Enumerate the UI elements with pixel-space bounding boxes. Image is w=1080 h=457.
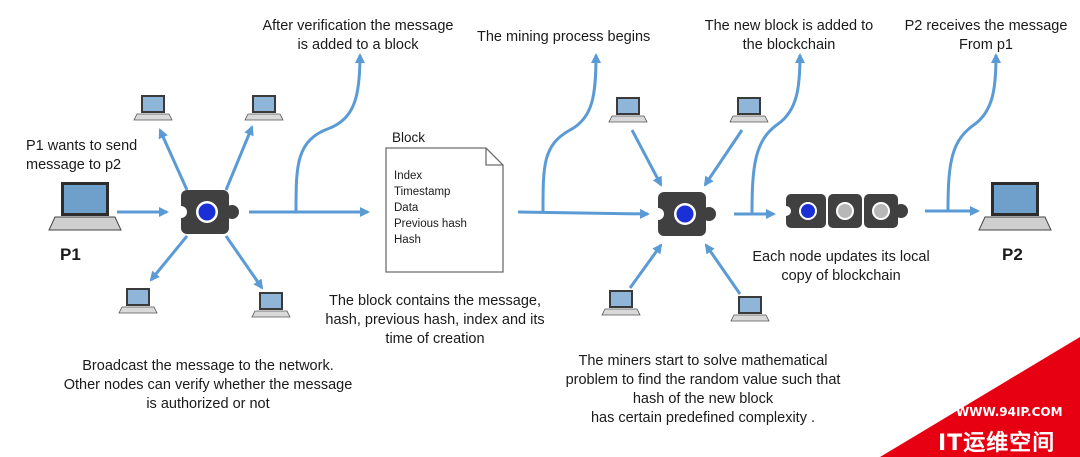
flow-arrows xyxy=(117,53,1001,295)
block-field-timestamp: Timestamp xyxy=(394,186,451,198)
new-block-added-line: The new block is added to xyxy=(704,18,874,34)
block-contains-line: hash, previous hash, index and its xyxy=(325,312,545,328)
block-field-data: Data xyxy=(394,202,419,214)
p2-receives-label: P2 receives the message From p1 xyxy=(895,17,1077,55)
p1-wants-line: P1 wants to send xyxy=(26,138,138,154)
network-node-laptop-icon xyxy=(244,94,284,121)
miners-solve-label: The miners start to solve mathematical p… xyxy=(538,352,868,428)
p1-laptop-icon xyxy=(48,181,122,231)
block-field-index: Index xyxy=(394,170,423,182)
block-contains-line: The block contains the message, xyxy=(329,293,541,309)
miner-laptop-icon xyxy=(729,96,769,123)
broadcast-line: Other nodes can verify whether the messa… xyxy=(63,377,353,393)
block-title: Block xyxy=(392,130,426,145)
miners-solve-line: problem to find the random value such th… xyxy=(565,372,841,388)
blockchain-chain-icon xyxy=(781,194,908,228)
new-block-added-line: the blockchain xyxy=(742,37,836,53)
each-node-line: Each node updates its local xyxy=(752,249,930,265)
miner-laptop-icon xyxy=(730,295,770,322)
block-contains-line: time of creation xyxy=(385,331,485,347)
mining-begins-label: The mining process begins xyxy=(477,29,651,45)
after-verification-line: After verification the message xyxy=(262,18,454,34)
p1-label: P1 xyxy=(60,245,81,264)
watermark-name: IT运维空间 xyxy=(938,431,1056,456)
watermark-url: WWW.94IP.COM xyxy=(956,405,1063,419)
watermark-badge: WWW.94IP.COM IT运维空间 xyxy=(880,337,1080,457)
miners-solve-line: has certain predefined complexity . xyxy=(590,410,816,426)
miner-laptop-icon xyxy=(608,96,648,123)
mining-node-icon xyxy=(652,192,716,236)
p1-wants-label: P1 wants to send message to p2 xyxy=(26,137,137,175)
new-block-added-label: The new block is added to the blockchain xyxy=(692,17,886,55)
broadcast-line: Broadcast the message to the network. xyxy=(82,358,334,374)
p2-label: P2 xyxy=(1002,245,1023,264)
broadcast-label: Broadcast the message to the network. Ot… xyxy=(40,357,376,414)
p2-receives-line: From p1 xyxy=(959,37,1013,53)
broadcast-node-icon xyxy=(175,190,239,234)
miner-laptop-icon xyxy=(601,289,641,316)
p1-wants-line: message to p2 xyxy=(26,157,122,173)
block-contains-label: The block contains the message, hash, pr… xyxy=(300,292,570,349)
miners-solve-line: The miners start to solve mathematical xyxy=(578,353,828,369)
after-verification-line: is added to a block xyxy=(297,37,419,53)
after-verification-label: After verification the message is added … xyxy=(248,17,468,55)
block-document-shape xyxy=(385,147,504,273)
p2-laptop-icon xyxy=(978,181,1052,231)
each-node-label: Each node updates its local copy of bloc… xyxy=(738,248,944,286)
network-node-laptop-icon xyxy=(118,287,158,314)
block-field-hash: Hash xyxy=(394,234,421,246)
broadcast-line: is authorized or not xyxy=(146,396,270,412)
block-field-previous-hash: Previous hash xyxy=(394,218,467,230)
miners-solve-line: hash of the new block xyxy=(632,391,774,407)
p2-receives-line: P2 receives the message xyxy=(904,18,1068,34)
network-node-laptop-icon xyxy=(251,291,291,318)
each-node-line: copy of blockchain xyxy=(781,268,901,284)
network-node-laptop-icon xyxy=(133,94,173,121)
